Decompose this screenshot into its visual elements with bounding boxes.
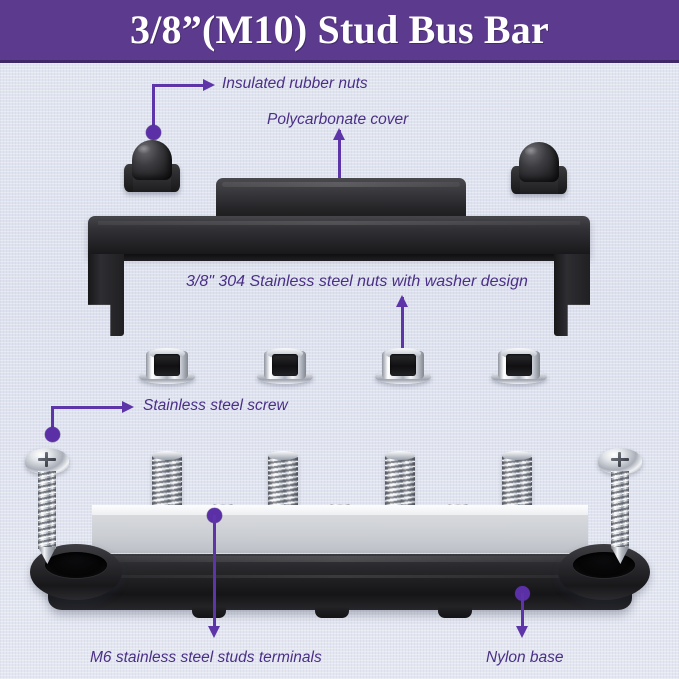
- cover-leg-left: [88, 254, 124, 336]
- leader-line-m6-studs: [213, 515, 216, 628]
- rubber-nut-highlight: [525, 147, 538, 156]
- nylon-base-foot-3: [438, 606, 472, 618]
- label-stainless-steel-screw: Stainless steel screw: [143, 397, 288, 414]
- rubber-nut-left: [121, 138, 183, 196]
- label-stainless-nuts: 3/8" 304 Stainless steel nuts with washe…: [186, 273, 528, 290]
- leader-arrow-nylon-base: [516, 626, 528, 638]
- stainless-screw-left: [25, 448, 69, 564]
- label-nylon-base: Nylon base: [486, 649, 564, 666]
- flange-nut-1: [139, 348, 195, 386]
- bus-bar-front-face: [92, 515, 588, 553]
- flange-nut-bore: [154, 354, 180, 376]
- cover-top-boss: [216, 178, 466, 220]
- leader-dot-rubber-nuts: [146, 125, 161, 140]
- screw-threaded-shank: [38, 471, 56, 549]
- nylon-base: [30, 540, 650, 622]
- flange-nut-4: [491, 348, 547, 386]
- screw-tip: [611, 547, 629, 564]
- leader-line-cover: [338, 130, 341, 212]
- nylon-base-foot-2: [315, 606, 349, 618]
- cover-inner-edge: [124, 254, 554, 261]
- phillips-slot-horizontal-icon: [38, 458, 56, 461]
- rubber-nut-highlight: [138, 145, 151, 154]
- leader-arrow-rubber-nuts: [203, 79, 215, 91]
- cover-top-bar: [88, 216, 590, 256]
- leader-arrow-cover: [333, 128, 345, 140]
- phillips-slot-horizontal-icon: [611, 458, 629, 461]
- flange-nut-top: [501, 348, 537, 359]
- nylon-base-foot-1: [192, 606, 226, 618]
- rubber-nut-dome: [132, 140, 172, 180]
- stud-top: [502, 451, 532, 460]
- flange-nut-top: [385, 348, 421, 359]
- stud-top: [385, 451, 415, 460]
- flange-nut-top: [267, 348, 303, 359]
- leader-arrow-stainless-nuts: [396, 295, 408, 307]
- leader-line-screw-vertical: [51, 406, 54, 432]
- leader-line-rubber-nuts-vertical: [152, 84, 155, 131]
- mount-hole-left: [45, 552, 107, 578]
- flange-nut-3: [375, 348, 431, 386]
- title-banner: 3/8”(M10) Stud Bus Bar: [0, 0, 679, 63]
- flange-nut-2: [257, 348, 313, 386]
- label-m6-studs-terminals: M6 stainless steel studs terminals: [90, 649, 322, 666]
- mount-hole-right: [573, 552, 635, 578]
- leader-arrow-m6-studs: [208, 626, 220, 638]
- label-insulated-rubber-nuts: Insulated rubber nuts: [222, 75, 368, 92]
- bus-bar: [92, 505, 588, 553]
- nylon-base-mount-ear-right: [558, 544, 650, 600]
- flange-nut-top: [149, 348, 185, 359]
- nylon-base-highlight: [70, 556, 610, 562]
- page-title: 3/8”(M10) Stud Bus Bar: [130, 7, 549, 52]
- flange-nut-bore: [506, 354, 532, 376]
- leader-line-stainless-nuts: [401, 297, 404, 357]
- stainless-screw-right: [598, 448, 642, 564]
- stud-top: [152, 451, 182, 460]
- leader-line-nylon-base: [521, 593, 524, 628]
- stud-top: [268, 451, 298, 460]
- leader-line-screw-horizontal: [52, 406, 124, 409]
- nylon-base-mount-ear-left: [30, 544, 122, 600]
- flange-nut-bore: [390, 354, 416, 376]
- flange-nut-bore: [272, 354, 298, 376]
- nylon-base-body: [48, 554, 632, 610]
- screw-tip: [38, 547, 56, 564]
- rubber-nut-dome: [519, 142, 559, 182]
- screw-threaded-shank: [611, 471, 629, 549]
- cover-leg-right: [554, 254, 590, 336]
- leader-arrow-screw: [122, 401, 134, 413]
- label-polycarbonate-cover: Polycarbonate cover: [267, 111, 409, 128]
- leader-dot-screw: [45, 427, 60, 442]
- polycarbonate-cover: [88, 178, 590, 336]
- rubber-nut-right: [508, 140, 570, 198]
- leader-line-rubber-nuts-horizontal: [153, 84, 205, 87]
